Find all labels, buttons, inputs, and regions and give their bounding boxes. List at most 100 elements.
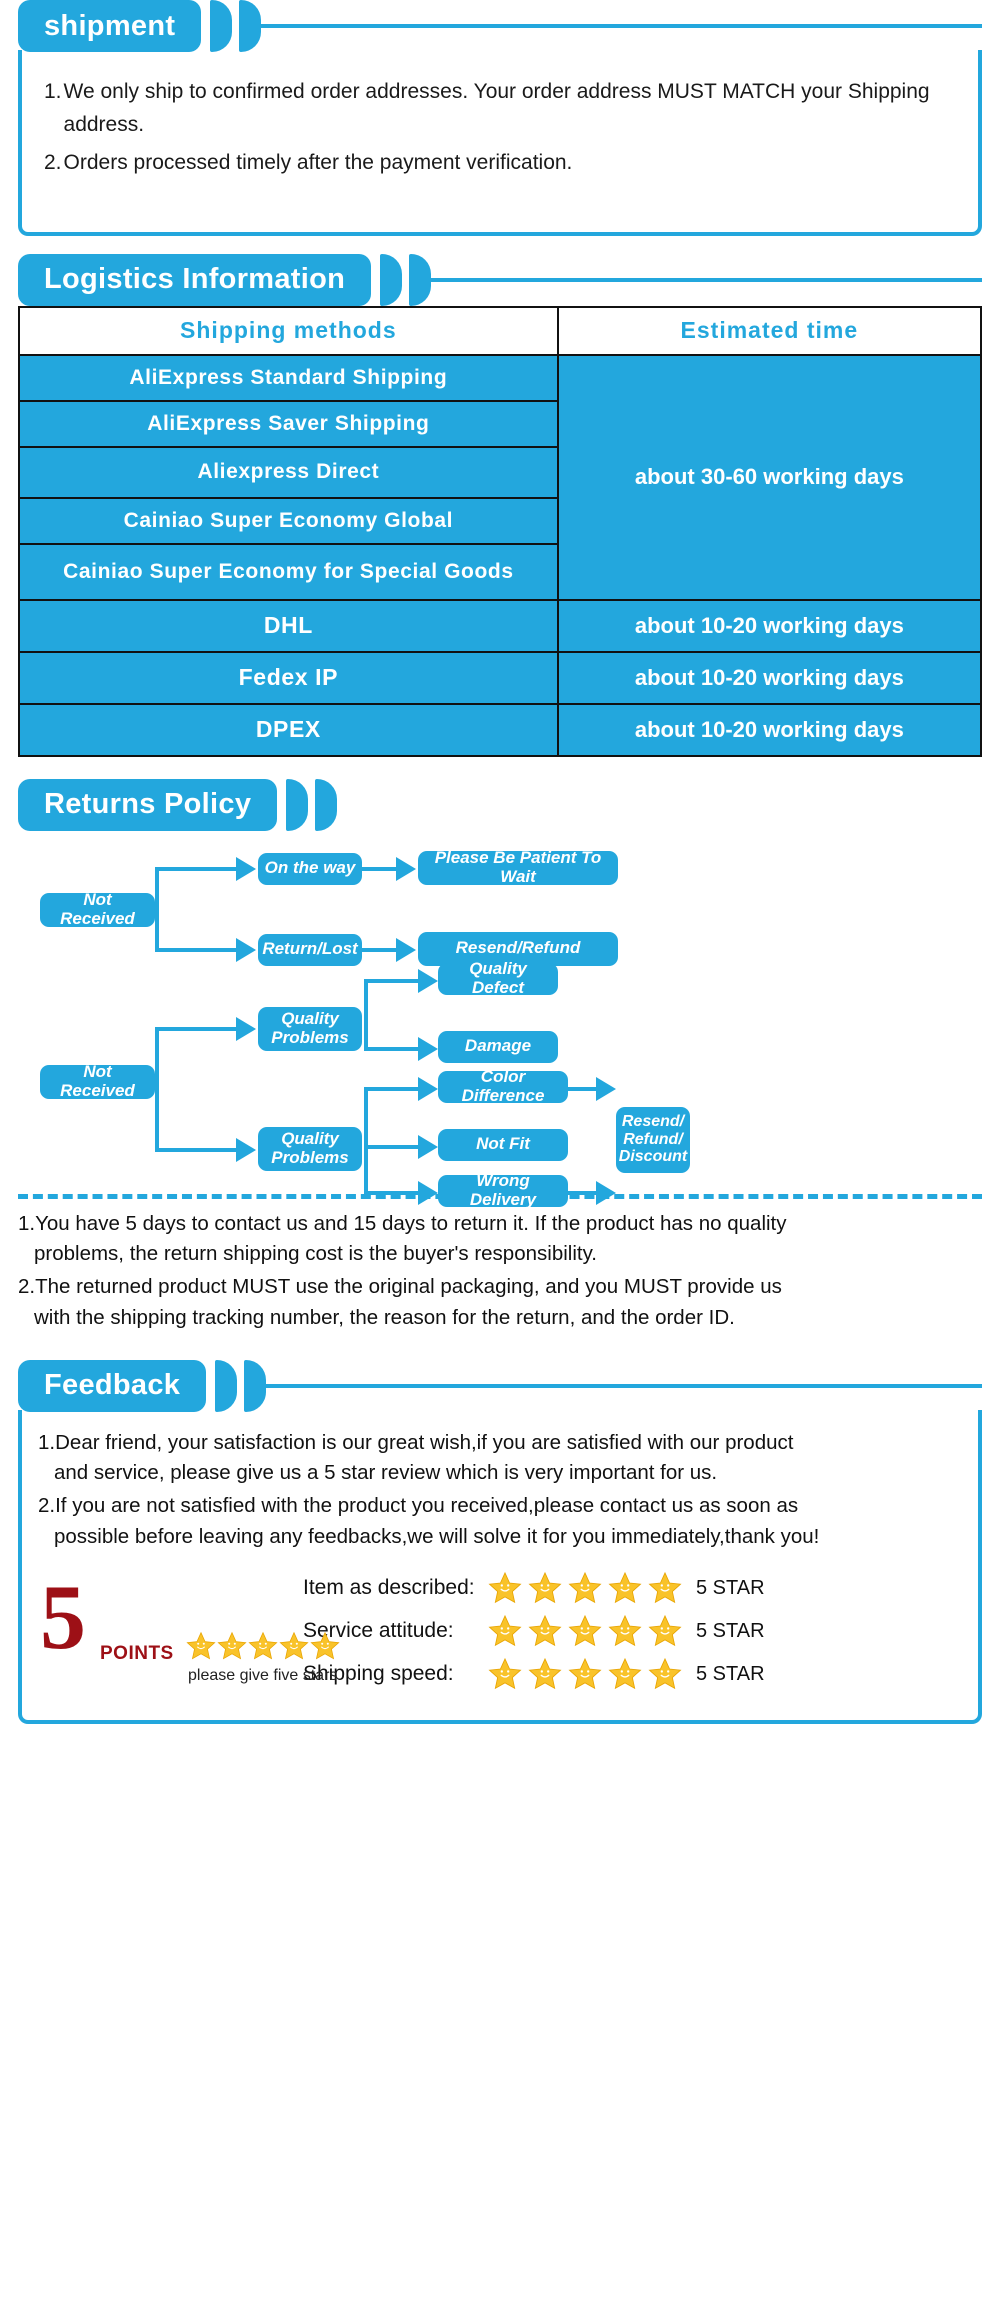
list-item: 1. We only ship to confirmed order addre… <box>44 76 956 141</box>
rating-row: Item as described: 5 STAR <box>303 1569 962 1608</box>
rating-star-row <box>488 1657 682 1691</box>
flow-node-wrong-delivery: Wrong Delivery <box>438 1171 568 1208</box>
decor-bar-icon <box>286 778 309 831</box>
shipping-method: Aliexpress Direct <box>18 445 559 499</box>
shipment-body: 1. We only ship to confirmed order addre… <box>18 50 982 236</box>
rating-area: 5 POINTS please give five stars Item as … <box>38 1569 962 1698</box>
rating-label: Shipping speed: <box>303 1662 454 1686</box>
flow-connector <box>364 1190 422 1195</box>
flow-arrow-icon <box>418 1036 438 1061</box>
flow-node-quality-problems: Quality Problems <box>258 1126 362 1171</box>
star-icon <box>648 1572 682 1604</box>
note-line: with the shipping tracking number, the r… <box>34 1305 735 1329</box>
header-rule <box>266 1383 982 1388</box>
list-item: 2. Orders processed timely after the pay… <box>44 147 956 180</box>
flow-arrow-icon <box>396 937 416 962</box>
item-text: We only ship to confirmed order addresse… <box>63 80 930 136</box>
flow-connector <box>155 866 240 871</box>
shipment-title: shipment <box>44 9 176 42</box>
feedback-title-pill: Feedback <box>18 1359 207 1412</box>
column-header-time: Estimated time <box>556 305 983 356</box>
shipping-method: Fedex IP <box>18 650 559 705</box>
star-icon <box>488 1572 522 1604</box>
decor-bar-icon <box>239 0 262 52</box>
logo-caption: please give five stars <box>188 1666 338 1684</box>
column-header-methods: Shipping methods <box>18 305 559 356</box>
star-icon <box>488 1658 522 1690</box>
logistics-section: Logistics Information Shipping methods E… <box>18 253 983 757</box>
rating-label: Item as described: <box>303 1576 475 1600</box>
feedback-section: Feedback 1.Dear friend, your satisfactio… <box>18 1359 982 1724</box>
rating-row: Shipping speed: 5 STAR <box>303 1655 962 1694</box>
star-icon <box>568 1572 602 1604</box>
decor-bar-icon <box>210 0 233 52</box>
logistics-title-pill: Logistics Information <box>18 253 372 306</box>
star-icon <box>310 1631 340 1660</box>
flow-connector <box>364 978 422 983</box>
star-icon <box>528 1658 562 1690</box>
shipping-method: Cainiao Super Economy Global <box>18 496 559 545</box>
decor-bar-icon <box>380 253 403 306</box>
table-row: Cainiao Super Economy Global <box>18 496 981 545</box>
star-icon <box>279 1631 309 1660</box>
flow-node-color-difference: Color Difference <box>438 1067 568 1104</box>
note-number: 1. <box>38 1430 56 1454</box>
shipping-method: Cainiao Super Economy for Special Goods <box>18 542 559 601</box>
list-item: 1.Dear friend, your satisfaction is our … <box>38 1428 962 1490</box>
table-row: DHL about 10-20 working days <box>18 598 983 653</box>
flow-node-not-received: Not Received <box>40 1062 155 1099</box>
shipping-method: AliExpress Standard Shipping <box>18 353 559 402</box>
logo-star-row <box>186 1631 340 1661</box>
logo-digit: 5 <box>40 1565 86 1668</box>
flow-node-damage: Damage <box>438 1030 558 1063</box>
flow-node-quality-defect: Quality Defect <box>438 959 558 996</box>
flow-node-quality-problems: Quality Problems <box>258 1006 362 1051</box>
rating-label: Service attitude: <box>303 1619 454 1643</box>
flow-connector <box>155 1147 240 1152</box>
rating-value: 5 STAR <box>696 1662 765 1685</box>
rating-value: 5 STAR <box>696 1619 765 1642</box>
header-rule <box>431 277 982 282</box>
flow-arrow-icon <box>418 1134 438 1159</box>
shipment-list: 1. We only ship to confirmed order addre… <box>44 76 956 180</box>
flow-connector <box>155 947 240 952</box>
shipment-header: shipment <box>18 0 982 52</box>
note-number: 2. <box>18 1275 36 1299</box>
flow-connector <box>362 866 400 871</box>
estimated-time: about 30-60 working days <box>556 353 983 601</box>
logo-points-label: POINTS <box>100 1642 174 1664</box>
table-row: AliExpress Standard Shipping about 30-60… <box>18 353 983 601</box>
table-header-row: Shipping methods Estimated time <box>18 305 983 356</box>
flow-arrow-icon <box>396 856 416 881</box>
flow-connector <box>155 1026 159 1152</box>
logistics-header: Logistics Information <box>18 253 982 306</box>
item-text: Orders processed timely after the paymen… <box>63 151 573 175</box>
estimated-time: about 10-20 working days <box>556 598 983 653</box>
rating-rows: Item as described: 5 STAR Service attitu… <box>303 1569 962 1698</box>
returns-header: Returns Policy <box>18 778 982 831</box>
star-icon <box>528 1615 562 1647</box>
note-line: If you are not satisfied with the produc… <box>55 1494 799 1518</box>
flow-arrow-icon <box>418 1076 438 1101</box>
feedback-notes-list: 1.Dear friend, your satisfaction is our … <box>38 1428 962 1553</box>
flow-arrow-icon <box>596 1076 616 1101</box>
returns-flow-group-2: Not Received Quality Problems Quality Pr… <box>18 959 982 1208</box>
star-icon <box>648 1658 682 1690</box>
estimated-time: about 10-20 working days <box>556 702 983 757</box>
flow-connector <box>362 947 400 952</box>
table-row: Aliexpress Direct <box>18 445 981 499</box>
item-number: 2. <box>44 151 62 175</box>
flow-arrow-icon <box>418 1180 438 1205</box>
flow-arrow-icon <box>236 1016 256 1041</box>
feedback-header: Feedback <box>18 1359 982 1412</box>
list-item: 1.You have 5 days to contact us and 15 d… <box>18 1209 982 1271</box>
flow-arrow-icon <box>236 856 256 881</box>
rating-row: Service attitude: 5 STAR <box>303 1612 962 1651</box>
flow-connector <box>155 1026 240 1031</box>
note-line: and service, please give us a 5 star rev… <box>54 1461 718 1485</box>
star-icon <box>608 1572 642 1604</box>
decor-bar-icon <box>409 253 432 306</box>
header-rule <box>261 24 982 28</box>
decor-bar-icon <box>244 1359 267 1412</box>
